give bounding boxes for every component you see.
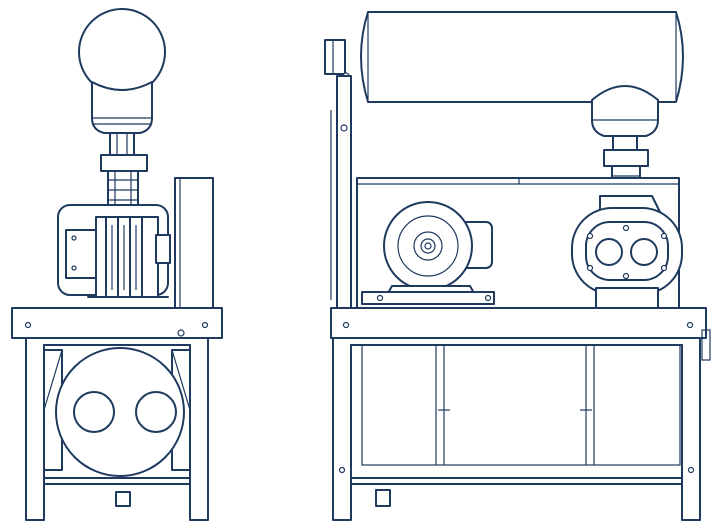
base-frame-end [11, 307, 223, 521]
side-view [324, 11, 711, 521]
base-frame-side [330, 307, 711, 521]
silencer-support [330, 75, 352, 309]
blower-end [57, 204, 171, 298]
motor-side [361, 201, 495, 305]
discharge-silencer-end [55, 347, 185, 477]
intake-silencer-end [78, 8, 166, 156]
blower-side [571, 195, 683, 309]
end-view [11, 8, 223, 521]
v-belt-guard-end [174, 177, 214, 309]
